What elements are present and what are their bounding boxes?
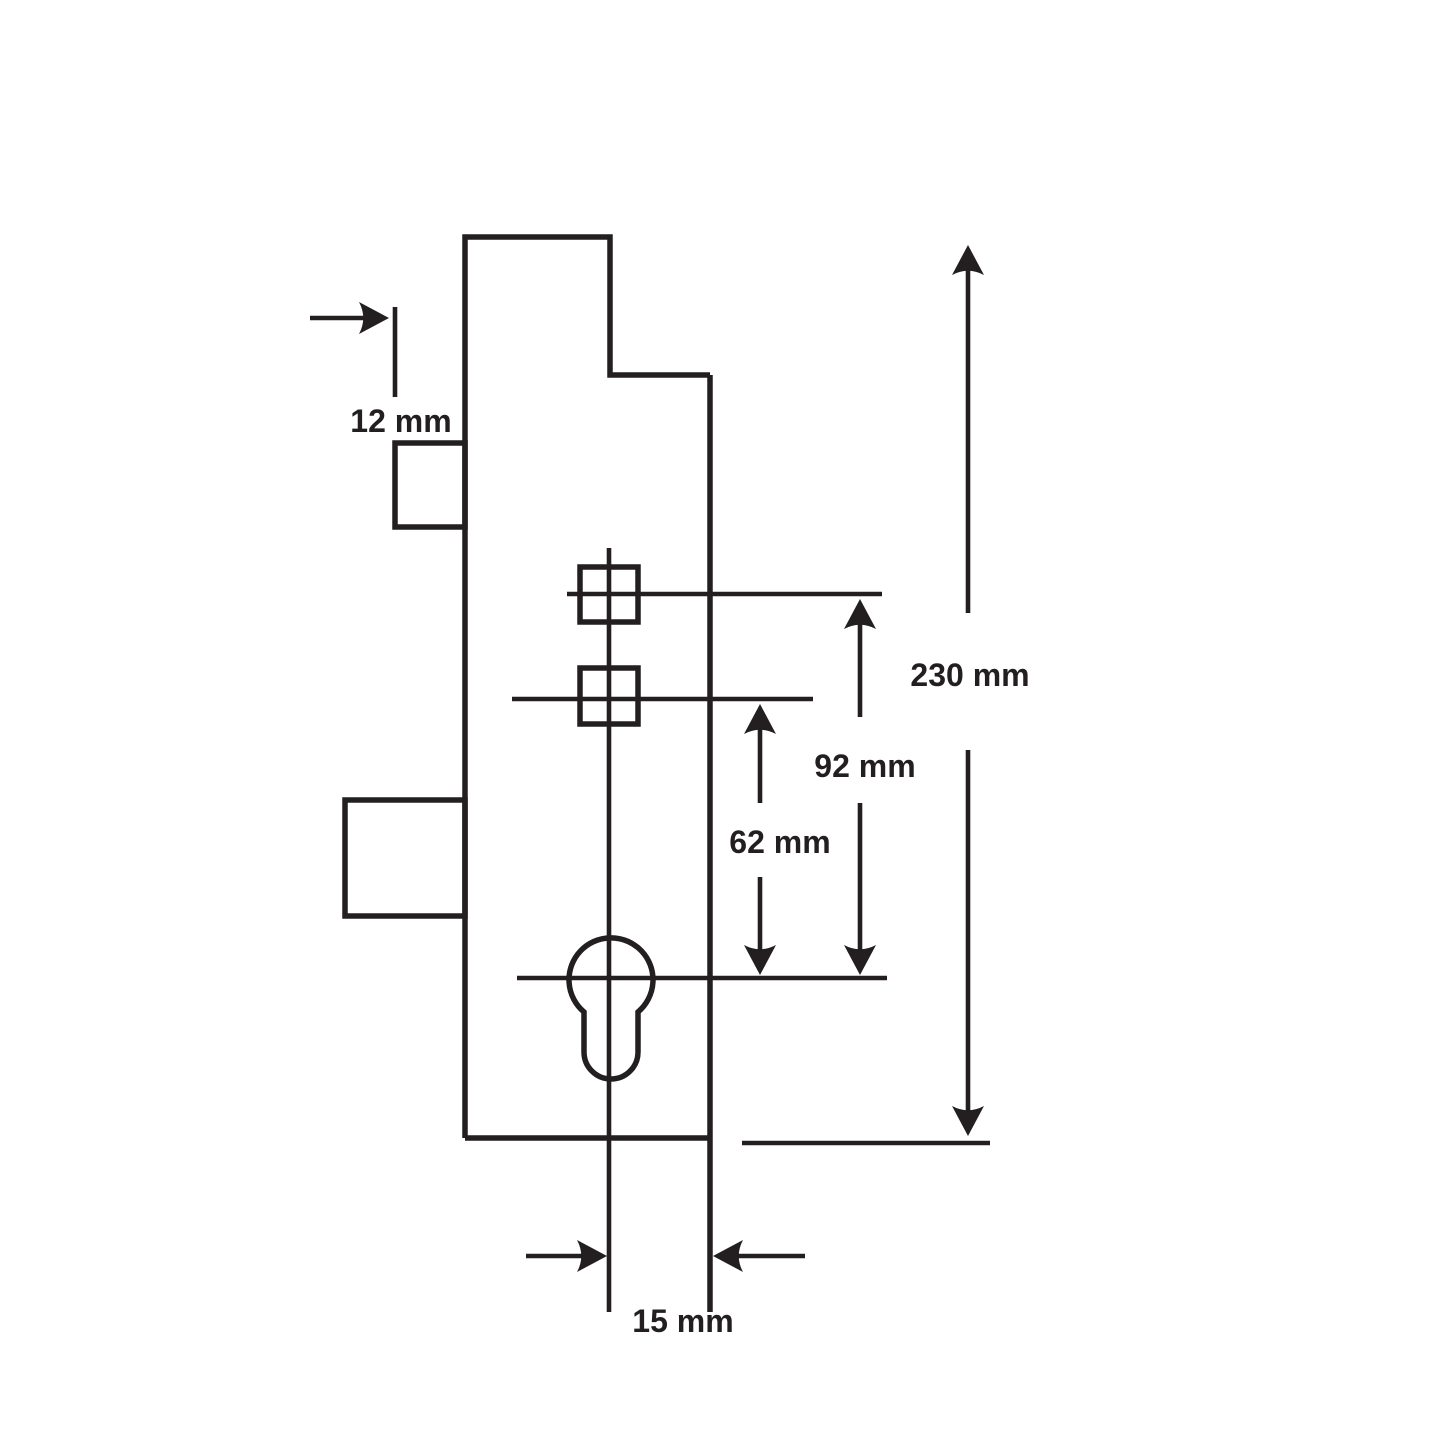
dim-62mm-down-arrowhead xyxy=(744,945,776,975)
dead-bolt xyxy=(342,797,468,919)
dimension-label-62mm: 62 mm xyxy=(729,824,830,860)
dim-230mm-down-arrowhead xyxy=(952,1106,984,1136)
datum-lines xyxy=(512,548,990,1312)
dim-12mm-arrowhead xyxy=(359,302,389,334)
faceplate-outline xyxy=(462,234,710,1138)
dimension-label-12mm: 12 mm xyxy=(350,403,451,439)
lock-body xyxy=(342,234,713,1312)
dimension-92mm: 92 mm xyxy=(814,599,916,975)
dimension-12mm: 12 mm xyxy=(310,302,452,439)
dimension-230mm: 230 mm xyxy=(910,245,1030,1136)
dimension-label-230mm: 230 mm xyxy=(910,657,1029,693)
latch-bolt xyxy=(392,440,468,530)
dim-92mm-down-arrowhead xyxy=(844,945,876,975)
dimension-label-92mm: 92 mm xyxy=(814,748,915,784)
dimension-15mm: 15 mm xyxy=(526,1240,805,1339)
dimension-62mm: 62 mm xyxy=(729,704,831,975)
dimension-label-15mm: 15 mm xyxy=(632,1303,733,1339)
dim-15mm-right-pointing-arrowhead xyxy=(577,1240,607,1272)
